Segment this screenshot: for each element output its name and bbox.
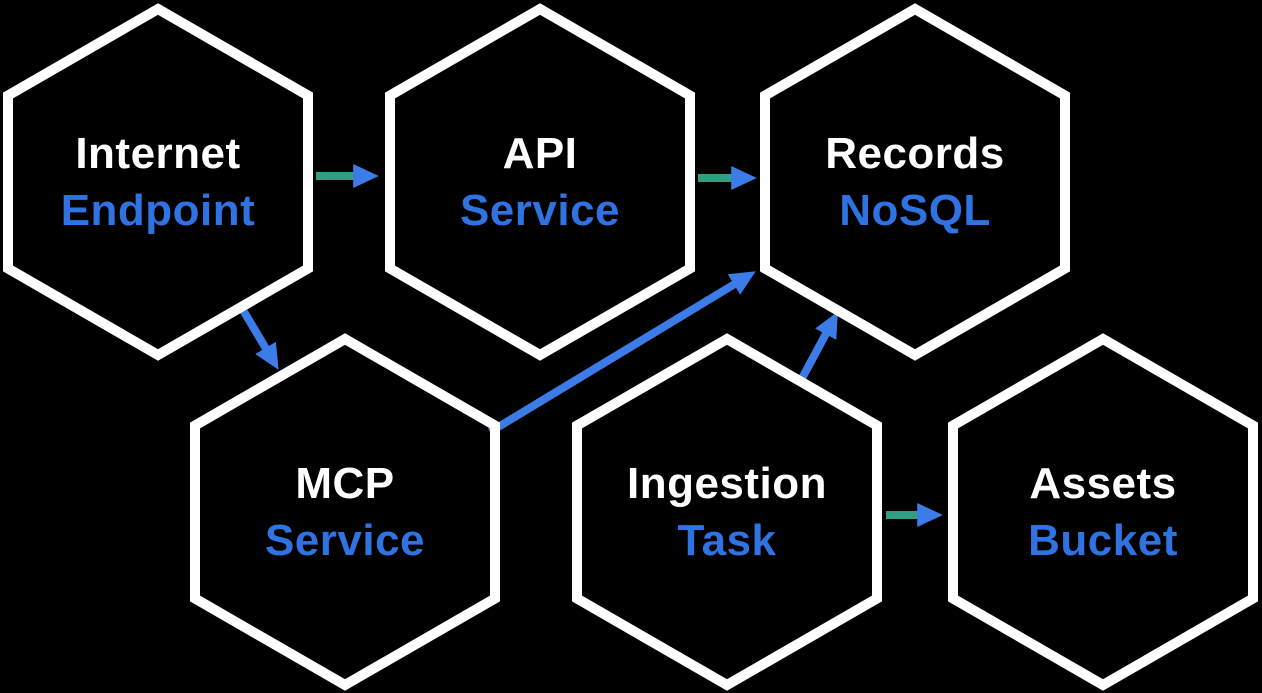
node-label-secondary: Bucket [1028,516,1178,565]
edge-ingestion-task-to-records-nosql [796,311,838,384]
node-ingestion-task: Ingestion Task [572,333,882,691]
hexagon-shape [3,3,313,361]
node-internet-endpoint: Internet Endpoint [3,3,313,361]
node-records-nosql: Records NoSQL [760,3,1070,361]
node-label-secondary: NoSQL [839,186,991,235]
node-api-service: API Service [385,3,695,361]
node-label-primary: MCP [295,459,394,508]
node-label-secondary: Endpoint [61,186,256,235]
node-label-secondary: Task [677,516,776,565]
node-label-primary: Records [825,129,1005,178]
hexagon-shape [572,333,882,691]
node-label-primary: Ingestion [627,459,827,508]
node-label-secondary: Service [460,186,620,235]
edges-layer [236,164,943,527]
node-label-primary: Assets [1029,459,1176,508]
node-mcp-service: MCP Service [190,333,500,691]
hexagon-shape [760,3,1070,361]
edge-mcp-service-to-records-nosql [487,271,756,436]
hexagon-shape [190,333,500,691]
node-label-primary: Internet [75,129,240,178]
hexagon-shape [385,3,695,361]
node-assets-bucket: Assets Bucket [948,333,1258,691]
edge-internet-endpoint-to-mcp-service [236,302,279,370]
hexagon-shape [948,333,1258,691]
node-label-primary: API [503,129,578,178]
node-label-secondary: Service [265,516,425,565]
